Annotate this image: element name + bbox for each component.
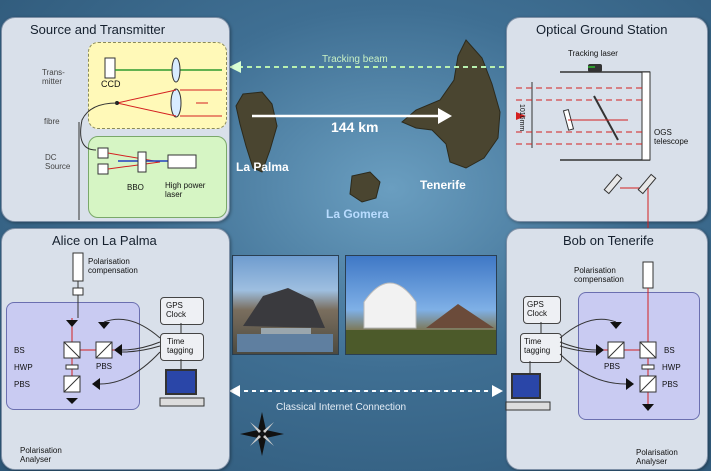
ogs-primary-mirror — [641, 71, 651, 161]
ogs-title: Optical Ground Station — [536, 22, 668, 37]
bob-detector-1 — [610, 322, 622, 329]
bob-hwp-label: HWP — [662, 363, 681, 372]
dc-source-label: DC Source — [45, 153, 71, 171]
tenerife-label: Tenerife — [420, 178, 466, 192]
bob-analyser-label: Polarisation Analyser — [636, 448, 678, 466]
la-palma-telescope-photo — [232, 255, 339, 355]
bob-bs-label: BS — [664, 346, 675, 355]
relay-mirror-left — [603, 173, 623, 195]
bob-time-tagging-label: Time tagging — [524, 337, 551, 355]
fibre-path — [80, 102, 118, 151]
bob-pbs-lower-diagonal — [639, 375, 657, 393]
la-palma-label: La Palma — [236, 160, 289, 174]
bob-detector-4 — [642, 404, 654, 411]
alice-computer-base — [159, 397, 205, 407]
tracking-beam-arrowhead — [229, 61, 241, 73]
bob-computer-base — [505, 401, 551, 411]
alice-bs-label: BS — [14, 346, 25, 355]
alice-detector-2 — [98, 322, 110, 329]
ogs-input-arrow — [516, 112, 526, 120]
classical-link-arrow-right — [492, 385, 503, 397]
bob-wires — [559, 318, 627, 385]
bob-detector-3 — [626, 378, 634, 390]
bob-time-tagging-box — [520, 333, 562, 363]
tracking-laser-label: Tracking laser — [568, 49, 618, 58]
la-gomera-label: La Gomera — [326, 207, 389, 221]
bbo-crystal — [137, 151, 147, 173]
alice-title: Alice on La Palma — [52, 233, 157, 248]
alice-detector-1 — [66, 320, 78, 327]
fibre-label: fibre — [44, 117, 60, 126]
la-palma-island — [235, 91, 278, 173]
ccd-sensor — [104, 57, 116, 79]
distance-arrowhead — [438, 108, 452, 124]
photo-structure-drawing — [237, 288, 333, 352]
source-transmitter-title: Source and Transmitter — [30, 22, 166, 37]
alice-detector-5 — [66, 398, 78, 404]
bob-pbs-upper-diagonal — [607, 341, 625, 359]
alice-pbs-right-label: PBS — [96, 362, 113, 371]
dc-beam-red-b — [107, 161, 161, 170]
alice-gps-clock-box — [160, 297, 204, 325]
alice-pbs-left-diagonal — [63, 375, 81, 393]
bob-computer-monitor — [511, 373, 541, 399]
alice-pbs-right-diagonal — [95, 341, 113, 359]
bob-pol-comp-label: Polarisation compensation — [574, 266, 624, 284]
alice-hwp — [65, 364, 79, 370]
tenerife-island — [401, 39, 501, 169]
alice-time-tagging-box — [160, 333, 204, 361]
alice-fibre-coupler — [72, 287, 84, 296]
bob-pbs-lower-label: PBS — [662, 380, 679, 389]
tracking-beam-label: Tracking beam — [322, 54, 388, 65]
la-gomera-island — [349, 171, 381, 203]
ogs-telescope-label: OGS telescope — [654, 128, 689, 146]
bob-hwp — [641, 364, 655, 370]
relay-mirror-right — [637, 173, 657, 195]
bob-pol-compensation — [642, 261, 654, 289]
alice-hwp-label: HWP — [14, 363, 33, 372]
transmitter-beam-red-a — [116, 89, 177, 104]
alice-detector-4 — [92, 378, 100, 390]
bob-analyser-box — [578, 292, 700, 420]
alice-analyser-label: Polarisation Analyser — [20, 446, 62, 464]
transmitter-lens-lower — [170, 88, 182, 118]
transmitter-lens-upper — [171, 57, 181, 83]
transmitter-box — [88, 42, 227, 129]
bob-gps-label: GPS Clock — [527, 300, 548, 318]
alice-gps-label: GPS Clock — [166, 301, 187, 319]
compass-rose-icon — [240, 412, 284, 456]
distance-label: 144 km — [331, 119, 379, 135]
bob-detector-2 — [596, 344, 604, 356]
classical-link-label: Classical Internet Connection — [276, 402, 407, 413]
bob-bs-diagonal — [639, 341, 657, 359]
transmitter-label: Trans- mitter — [42, 68, 65, 86]
high-power-laser — [167, 154, 197, 169]
tenerife-ogs-photo — [345, 255, 497, 355]
bob-gps-clock-box — [523, 296, 561, 324]
ogs-fold-mirror — [593, 95, 619, 141]
classical-link-arrow-left — [229, 385, 240, 397]
laser-label: High power laser — [165, 181, 206, 199]
source-optics-drawing — [78, 57, 222, 220]
bob-title: Bob on Tenerife — [563, 233, 654, 248]
alice-pol-comp-label: Polarisation compensation — [88, 257, 138, 275]
bob-pbs-upper-label: PBS — [604, 362, 621, 371]
alice-wires — [99, 318, 161, 385]
transmitter-beam-red-b — [116, 102, 177, 117]
alice-bs-diagonal — [63, 341, 81, 359]
photo-dome-drawing — [346, 282, 496, 354]
alice-detector-3 — [114, 344, 122, 356]
dc-source-box — [88, 136, 227, 218]
alice-time-tagging-label: Time tagging — [167, 337, 194, 355]
bbo-label: BBO — [127, 183, 144, 192]
ccd-label: CCD — [101, 79, 121, 89]
alice-pbs-left-label: PBS — [14, 380, 31, 389]
